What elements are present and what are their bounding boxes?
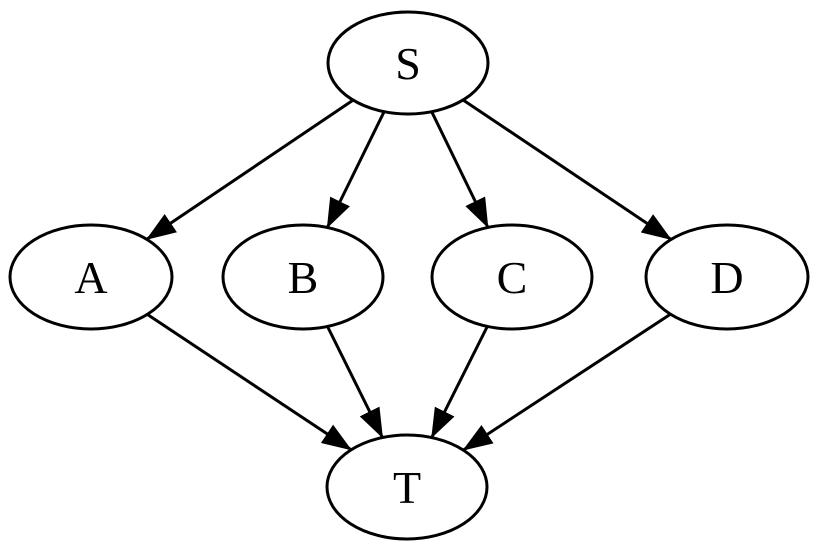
node-label-A: A bbox=[74, 252, 107, 303]
node-C: C bbox=[430, 223, 594, 331]
edge-S-D bbox=[462, 98, 672, 241]
node-label-T: T bbox=[393, 462, 421, 513]
node-label-S: S bbox=[395, 38, 421, 89]
edge-B-T bbox=[326, 325, 384, 439]
node-A: A bbox=[8, 223, 174, 331]
node-ellipse-T bbox=[325, 433, 489, 541]
node-label-C: C bbox=[497, 252, 528, 303]
node-T: T bbox=[325, 433, 489, 541]
edge-C-T bbox=[430, 325, 489, 439]
node-label-B: B bbox=[288, 252, 319, 303]
edge-D-T bbox=[462, 312, 672, 452]
node-B: B bbox=[221, 223, 385, 331]
node-label-D: D bbox=[710, 252, 743, 303]
node-ellipse-B bbox=[221, 223, 385, 331]
node-ellipse-A bbox=[8, 223, 174, 331]
edge-A-T bbox=[146, 313, 352, 452]
node-ellipse-D bbox=[644, 223, 810, 331]
edge-S-B bbox=[325, 111, 386, 229]
node-D: D bbox=[644, 223, 810, 331]
node-ellipse-C bbox=[430, 223, 594, 331]
node-S: S bbox=[326, 10, 490, 116]
nodes-layer: S A B C D T bbox=[8, 10, 810, 541]
edge-S-A bbox=[145, 98, 354, 241]
node-ellipse-S bbox=[326, 10, 490, 116]
edge-S-C bbox=[430, 111, 490, 229]
edges-layer bbox=[145, 98, 672, 452]
